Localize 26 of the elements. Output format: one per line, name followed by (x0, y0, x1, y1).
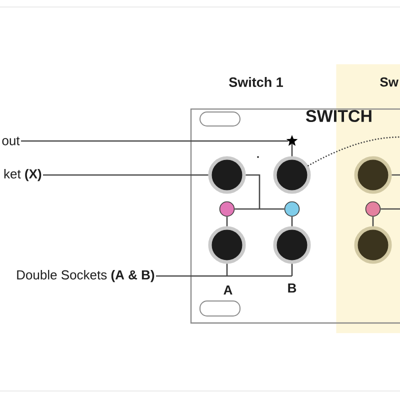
wire-line (392, 174, 400, 176)
indicator-dot (365, 201, 381, 217)
jack-socket (354, 226, 392, 264)
wire-line (380, 208, 400, 210)
jack-socket (273, 156, 311, 194)
column-heading: Sw (380, 77, 398, 87)
indicator-dot (219, 201, 235, 217)
star-icon (286, 135, 298, 146)
socket-label: A (224, 286, 232, 294)
dotted-curve (308, 136, 400, 166)
leader-line (21, 140, 288, 142)
wire-line (234, 174, 284, 210)
indicator-dot (284, 201, 300, 217)
wire-line (372, 216, 374, 226)
jack-socket (208, 156, 246, 194)
callout-text: ket (X) (4, 168, 42, 182)
wire-line (291, 216, 293, 226)
wire-line (291, 144, 293, 156)
panel-title: SWITCH (306, 110, 372, 122)
column-heading: Switch 1 (229, 77, 283, 87)
callout-text: out (2, 136, 20, 146)
callout-text: Double Sockets (A & B) (17, 270, 154, 282)
wire-line (226, 216, 228, 226)
socket-label: B (288, 284, 296, 292)
leader-line (43, 174, 208, 176)
jack-socket (354, 156, 392, 194)
